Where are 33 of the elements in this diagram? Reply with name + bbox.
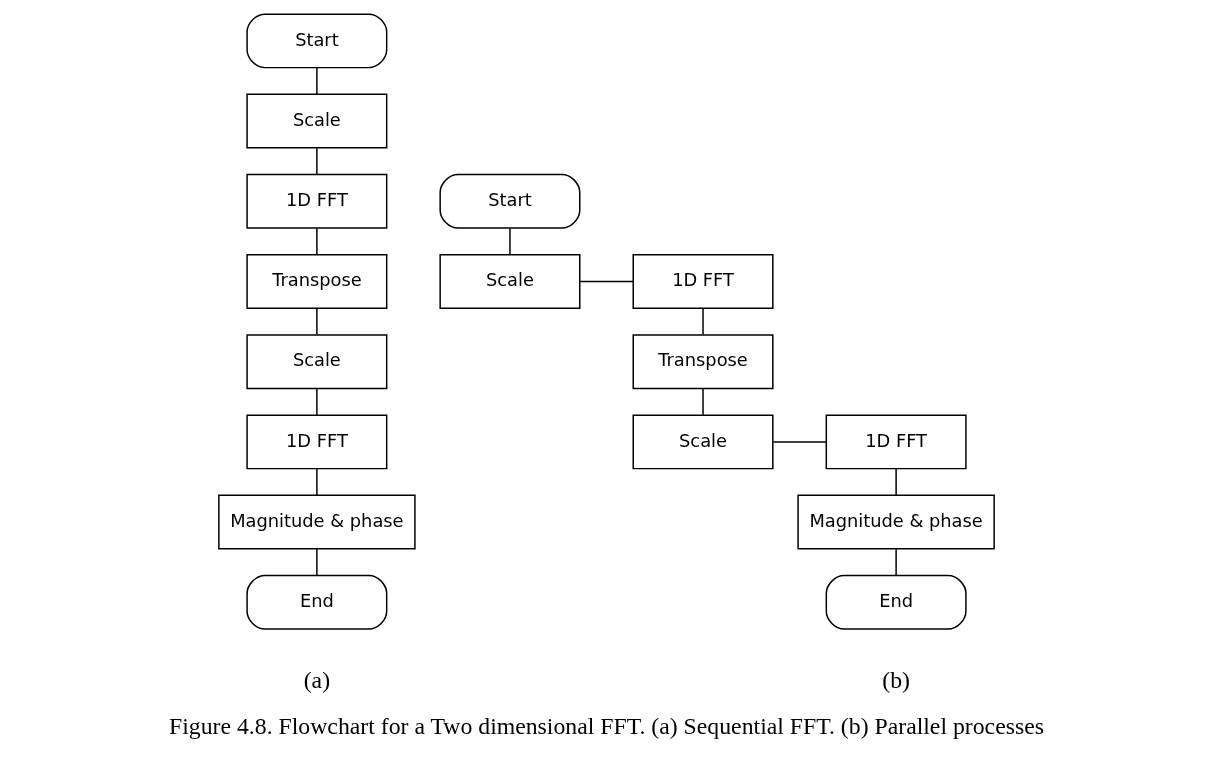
node-box: Transpose (632, 334, 774, 390)
node-box: Scale (245, 334, 387, 390)
connector (508, 227, 511, 256)
node-box: Start (245, 13, 387, 69)
connector (315, 147, 318, 175)
node-box: 1D FFT (825, 414, 967, 470)
connector (701, 388, 704, 416)
node-box: Magnitude & phase (796, 494, 995, 550)
connector (315, 307, 318, 336)
node-box: Scale (438, 254, 580, 309)
connector (315, 67, 318, 95)
node-box: End (825, 574, 967, 630)
node-box: Transpose (245, 254, 387, 309)
connector (894, 548, 897, 576)
caption: Figure 4.8. Flowchart for a Two dimensional FFT. (a) Sequential FFT. (b) Parallel processes (168, 713, 1044, 740)
connector (315, 388, 318, 416)
node-box: Scale (245, 93, 387, 149)
node-box: Magnitude & phase (217, 494, 416, 550)
node-box: 1D FFT (245, 173, 387, 229)
node-box: Scale (632, 414, 774, 470)
connector (578, 280, 634, 283)
connector (894, 468, 897, 496)
node-box: 1D FFT (632, 254, 774, 309)
node-box: End (245, 574, 387, 630)
connector (315, 468, 318, 496)
label: (b) (881, 667, 910, 694)
node-box: Start (438, 173, 580, 229)
connector (315, 548, 318, 576)
connector (701, 307, 704, 336)
node-box: 1D FFT (245, 414, 387, 470)
connector (772, 441, 827, 443)
label: (a) (303, 667, 330, 694)
connector (315, 227, 318, 256)
